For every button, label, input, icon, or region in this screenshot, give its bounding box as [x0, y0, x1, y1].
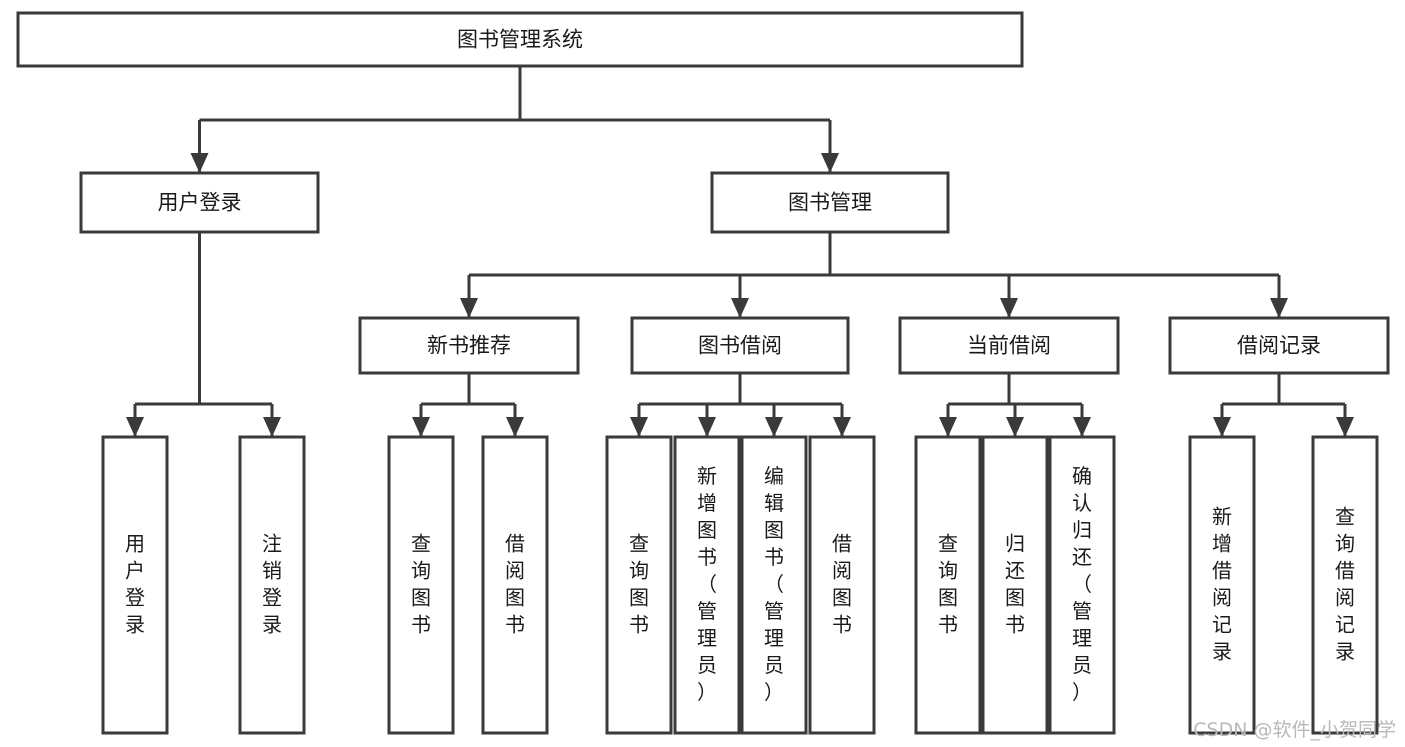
node-book-borrow[interactable]: 图书借阅 — [630, 316, 850, 375]
node-label-leaf-add-book: 新增图书（管理员） — [697, 464, 717, 704]
arrow-head-book-manage-1 — [731, 298, 749, 318]
node-label-book-manage: 图书管理 — [788, 191, 872, 215]
node-leaf-add-record[interactable]: 新增借阅记录 — [1188, 435, 1256, 735]
node-label-leaf-return-book: 归还图书 — [1005, 531, 1025, 636]
node-leaf-borrow-book-1[interactable]: 借阅图书 — [481, 435, 549, 735]
node-label-leaf-query-book-1: 查询图书 — [411, 531, 431, 636]
node-label-leaf-user-logout: 注销登录 — [262, 531, 282, 636]
node-label-leaf-query-record: 查询借阅记录 — [1335, 504, 1355, 663]
node-leaf-query-book-1[interactable]: 查询图书 — [387, 435, 455, 735]
node-label-leaf-query-book-3: 查询图书 — [938, 531, 958, 636]
node-box-current-borrow[interactable] — [898, 316, 1120, 375]
node-box-leaf-user-logout[interactable] — [238, 435, 306, 735]
node-label-leaf-confirm-return: 确认归还（管理员） — [1072, 464, 1092, 704]
arrow-head-leaf-user-login-1 — [263, 417, 281, 437]
node-box-leaf-add-book[interactable] — [673, 435, 741, 735]
arrow-head-root-0 — [190, 153, 209, 173]
arrow-head-leaf-new-book-recommend-1 — [506, 417, 524, 437]
node-box-book-manage[interactable] — [710, 171, 950, 234]
node-box-leaf-query-book-1[interactable] — [387, 435, 455, 735]
node-root[interactable]: 图书管理系统 — [16, 11, 1024, 68]
node-book-manage[interactable]: 图书管理 — [710, 171, 950, 234]
node-box-leaf-add-record[interactable] — [1188, 435, 1256, 735]
node-label-book-borrow: 图书借阅 — [698, 334, 782, 358]
node-leaf-query-record[interactable]: 查询借阅记录 — [1311, 435, 1379, 735]
arrow-head-leaf-book-borrow-0 — [630, 417, 648, 437]
node-new-book-recommend[interactable]: 新书推荐 — [358, 316, 580, 375]
node-layer: 图书管理系统用户登录图书管理新书推荐图书借阅当前借阅借阅记录用户登录注销登录查询… — [16, 11, 1390, 735]
node-box-borrow-record[interactable] — [1168, 316, 1390, 375]
node-leaf-return-book[interactable]: 归还图书 — [981, 435, 1049, 735]
node-current-borrow[interactable]: 当前借阅 — [898, 316, 1120, 375]
arrow-head-root-1 — [821, 153, 839, 173]
node-leaf-query-book-3[interactable]: 查询图书 — [914, 435, 982, 735]
arrow-head-leaf-borrow-record-0 — [1213, 417, 1231, 437]
connector-layer — [126, 66, 1354, 437]
node-leaf-edit-book[interactable]: 编辑图书（管理员） — [740, 435, 808, 735]
arrow-head-leaf-current-borrow-1 — [1006, 417, 1024, 437]
arrow-head-leaf-current-borrow-0 — [939, 417, 957, 437]
node-label-leaf-borrow-book-2: 借阅图书 — [832, 531, 852, 636]
node-box-leaf-query-book-3[interactable] — [914, 435, 982, 735]
node-box-leaf-user-login[interactable] — [101, 435, 169, 735]
arrow-head-leaf-book-borrow-3 — [833, 417, 851, 437]
node-label-leaf-add-record: 新增借阅记录 — [1212, 504, 1232, 663]
node-box-new-book-recommend[interactable] — [358, 316, 580, 375]
node-box-user-login[interactable] — [79, 171, 320, 234]
arrow-head-book-manage-2 — [1000, 298, 1018, 318]
node-label-root: 图书管理系统 — [457, 28, 583, 52]
node-box-leaf-query-book-2[interactable] — [605, 435, 673, 735]
node-box-leaf-confirm-return[interactable] — [1048, 435, 1116, 735]
node-leaf-user-logout[interactable]: 注销登录 — [238, 435, 306, 735]
arrow-head-leaf-book-borrow-1 — [698, 417, 716, 437]
node-box-leaf-return-book[interactable] — [981, 435, 1049, 735]
csdn-watermark: CSDN @软件_小贺同学 — [1193, 719, 1396, 741]
node-borrow-record[interactable]: 借阅记录 — [1168, 316, 1390, 375]
arrow-head-book-manage-3 — [1270, 298, 1288, 318]
node-box-leaf-edit-book[interactable] — [740, 435, 808, 735]
node-label-new-book-recommend: 新书推荐 — [427, 334, 511, 358]
node-label-leaf-user-login: 用户登录 — [125, 531, 145, 636]
node-leaf-confirm-return[interactable]: 确认归还（管理员） — [1048, 435, 1116, 735]
node-leaf-add-book[interactable]: 新增图书（管理员） — [673, 435, 741, 735]
node-box-leaf-borrow-book-1[interactable] — [481, 435, 549, 735]
node-box-root[interactable] — [16, 11, 1024, 68]
node-leaf-borrow-book-2[interactable]: 借阅图书 — [808, 435, 876, 735]
node-label-leaf-edit-book: 编辑图书（管理员） — [764, 464, 784, 704]
arrow-head-leaf-book-borrow-2 — [765, 417, 783, 437]
node-label-leaf-borrow-book-1: 借阅图书 — [505, 531, 525, 636]
node-label-current-borrow: 当前借阅 — [967, 334, 1051, 358]
arrow-head-leaf-user-login-0 — [126, 417, 144, 437]
node-label-borrow-record: 借阅记录 — [1237, 334, 1321, 358]
arrow-head-book-manage-0 — [460, 298, 478, 318]
arrow-head-leaf-current-borrow-2 — [1073, 417, 1091, 437]
node-label-user-login: 用户登录 — [158, 191, 242, 215]
node-box-book-borrow[interactable] — [630, 316, 850, 375]
node-user-login[interactable]: 用户登录 — [79, 171, 320, 234]
node-leaf-query-book-2[interactable]: 查询图书 — [605, 435, 673, 735]
node-box-leaf-borrow-book-2[interactable] — [808, 435, 876, 735]
node-box-leaf-query-record[interactable] — [1311, 435, 1379, 735]
arrow-head-leaf-new-book-recommend-0 — [412, 417, 430, 437]
arrow-head-leaf-borrow-record-1 — [1336, 417, 1354, 437]
node-label-leaf-query-book-2: 查询图书 — [629, 531, 649, 636]
node-leaf-user-login[interactable]: 用户登录 — [101, 435, 169, 735]
